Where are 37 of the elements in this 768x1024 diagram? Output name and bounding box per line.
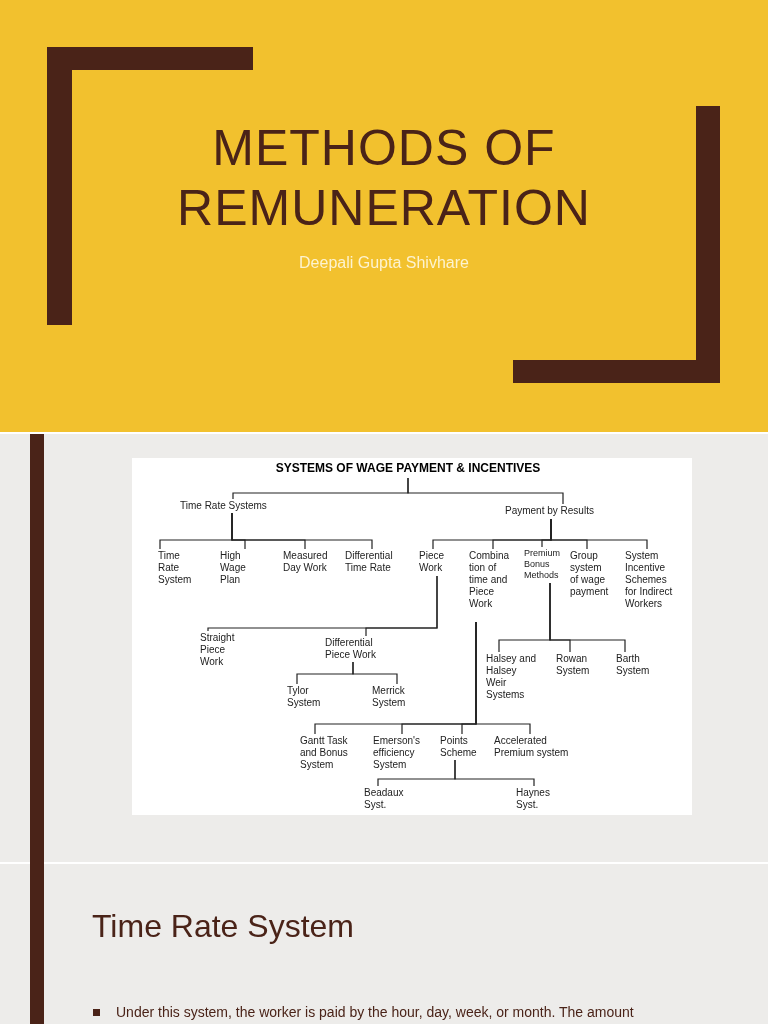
tree-node-label: Haynes Syst.	[516, 787, 556, 811]
tree-node-label: Time Rate System	[158, 550, 196, 586]
tree-node-label: Group system of wage payment	[570, 550, 612, 598]
tree-node-label: Rowan System	[556, 653, 594, 677]
connector-line	[549, 582, 626, 653]
section-heading: Time Rate System	[92, 908, 355, 945]
tree-node-label: Differential Piece Work	[325, 637, 385, 661]
diagram-heading: SYSTEMS OF WAGE PAYMENT & INCENTIVES	[258, 462, 558, 474]
title: METHODS OF REMUNERATION	[176, 119, 592, 238]
tree-node-label: Payment by Results	[505, 505, 615, 517]
tree-node-label: Differential Time Rate	[345, 550, 407, 574]
tree-node-label: Points Scheme	[440, 735, 480, 759]
tree-node-label: Merrick System	[372, 685, 412, 709]
tree-node-label: Straight Piece Work	[200, 632, 242, 668]
bullet-text: Under this system, the worker is paid by the hour, day, week, or month. The amount	[116, 1004, 635, 1021]
tree-node-label: Piece Work	[419, 550, 451, 574]
tree-node-label: Tylor System	[287, 685, 325, 709]
tree-node-label: Accelerated Premium system	[494, 735, 574, 759]
connector-line	[365, 575, 438, 637]
connector-line	[231, 512, 373, 550]
tree-node-label: Premium Bonus Methods	[524, 548, 568, 581]
connector-line	[352, 661, 398, 685]
tree-node-label: Barth System	[616, 653, 654, 677]
tree-node-label: Beadaux Syst.	[364, 787, 404, 811]
tree-node-label: Emerson's efficiency System	[373, 735, 431, 771]
author-name: Deepali Gupta Shivhare	[298, 254, 470, 272]
connector-line	[407, 477, 564, 505]
tree-node-label: Time Rate Systems	[180, 500, 290, 512]
tree-node-label: High Wage Plan	[220, 550, 254, 586]
connector-line	[550, 518, 648, 550]
tree-node-label: Gantt Task and Bonus System	[300, 735, 350, 771]
tree-node-label: Measured Day Work	[283, 550, 333, 574]
tree-node-label: Halsey and Halsey Weir Systems	[486, 653, 538, 701]
connector-line	[454, 759, 535, 787]
tree-node-label: Combination of time and Piece Work	[469, 550, 511, 610]
tree-node-label: System Incentive Schemes for Indirect Workers	[625, 550, 673, 610]
connector-line	[475, 621, 531, 735]
